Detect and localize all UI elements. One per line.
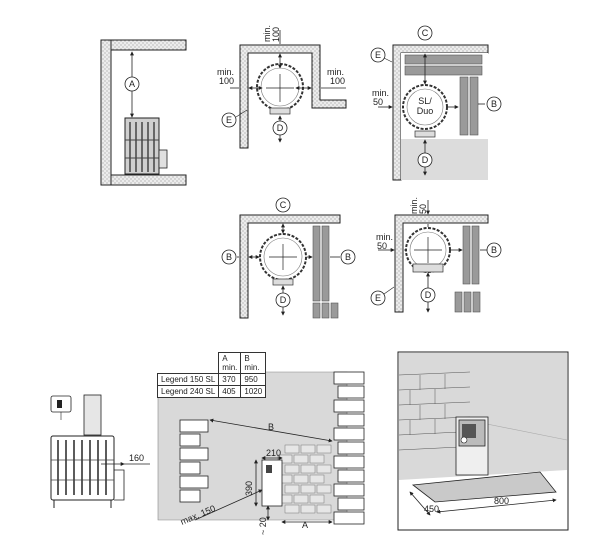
label-e: E xyxy=(375,293,381,303)
dim-a: A xyxy=(302,520,308,530)
label-b-right: B xyxy=(345,252,351,262)
min-label-sl: min. xyxy=(372,88,389,98)
wall-install-dimensions: B 210 390 max. 150 ~ 20 A xyxy=(157,371,365,535)
min-value-sl: 50 xyxy=(373,97,383,107)
table-row: Legend 240 SL 405 1020 xyxy=(156,385,267,398)
side-view-clearance: A xyxy=(100,39,187,186)
dim-160: 160 xyxy=(129,453,144,463)
dim-800: 800 xyxy=(494,496,509,506)
top-view-sl-duo: SL/ Duo min. 50 C E B D xyxy=(370,25,502,181)
min-value-left: 100 xyxy=(219,76,234,86)
sl-duo-line1: SL/ xyxy=(418,96,432,106)
top-view-center: C B B D xyxy=(221,197,356,319)
dim-210: 210 xyxy=(266,448,281,458)
label-d: D xyxy=(425,290,432,300)
min-value-right: 100 xyxy=(330,76,345,86)
floor-protection-view: 450 800 xyxy=(397,351,569,531)
stove-front-view: 160 xyxy=(50,394,150,508)
sl-duo-line2: Duo xyxy=(417,106,434,116)
label-b-dimension: B xyxy=(268,422,274,432)
min-value-top: 100 xyxy=(271,27,281,42)
label-d: D xyxy=(280,295,287,305)
stove-side-icon xyxy=(124,117,168,175)
min-value-top-50: 50 xyxy=(418,204,428,214)
label-d: D xyxy=(422,155,429,165)
table-corner xyxy=(157,352,220,374)
label-a-circle xyxy=(124,76,140,92)
top-view-corner-100: min. 100 min. 100 min. 100 E D xyxy=(217,25,347,149)
table-row: Legend 150 SL 370 950 xyxy=(156,373,267,386)
label-c: C xyxy=(280,200,287,210)
label-e: E xyxy=(226,115,232,125)
top-view-corner-50: min. 50 min. 50 B E D xyxy=(370,197,502,313)
dim-20: ~ 20 xyxy=(258,517,268,535)
label-d: D xyxy=(277,123,284,133)
label-e: E xyxy=(375,50,381,60)
min-label-left-50: min. xyxy=(376,232,393,242)
label-b: B xyxy=(491,99,497,109)
dim-390: 390 xyxy=(244,481,254,496)
min-label-top: min. xyxy=(262,25,272,42)
min-label-top-50: min. xyxy=(409,197,419,214)
dim-450: 450 xyxy=(424,504,439,514)
min-label-left: min. xyxy=(217,67,234,77)
label-a: A xyxy=(129,79,135,89)
label-b-left: B xyxy=(226,252,232,262)
label-c: C xyxy=(422,28,429,38)
min-label-right: min. xyxy=(327,67,344,77)
label-b: B xyxy=(491,245,497,255)
min-value-left-50: 50 xyxy=(377,241,387,251)
